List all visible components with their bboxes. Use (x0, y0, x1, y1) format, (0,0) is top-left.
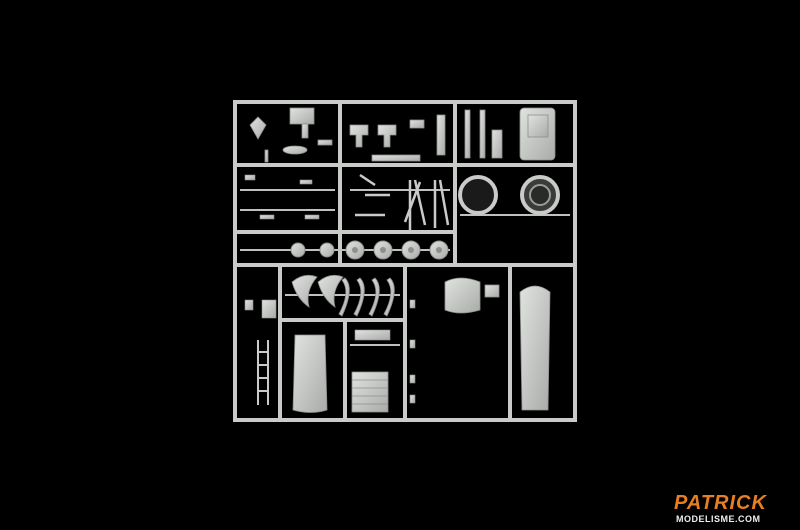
watermark-logo: PATRICK MODELISME.COM (674, 492, 794, 528)
fuselage-panels (292, 285, 551, 413)
curved-parts (291, 274, 395, 317)
sprue-frame (233, 100, 577, 422)
engine-nozzles (458, 175, 560, 215)
cockpit-parts (249, 107, 333, 163)
ejection-seat (519, 107, 556, 161)
watermark-domain: MODELISME.COM (676, 514, 761, 524)
ladder (257, 340, 269, 405)
watermark-brand: PATRICK (674, 492, 767, 514)
landing-gear (355, 173, 450, 230)
